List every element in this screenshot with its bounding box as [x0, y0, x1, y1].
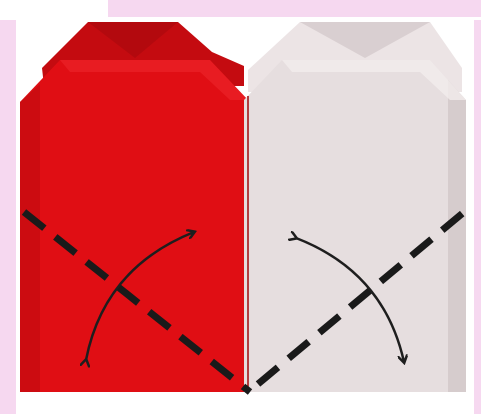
- pink-right-band: [474, 20, 481, 414]
- red-paper-panel: [20, 22, 248, 392]
- pink-top-band: [108, 0, 481, 17]
- pink-left-band: [0, 20, 16, 414]
- white-paper-panel: [244, 22, 466, 392]
